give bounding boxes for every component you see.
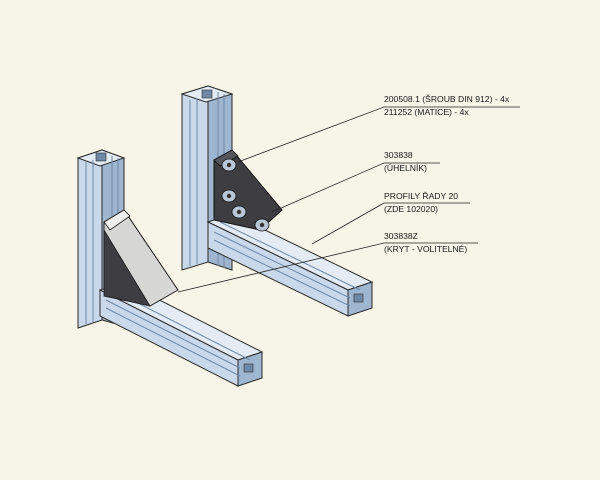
callout-screws-line1: 200508.1 (ŠROUB DIN 912) - 4x (384, 94, 510, 104)
callout-profiles: PROFILY ŘADY 20 (ZDE 102020) (384, 191, 458, 214)
callout-bracket-line1: 303838 (384, 150, 413, 160)
screw-icon (231, 205, 247, 219)
callout-profiles-line2: (ZDE 102020) (384, 204, 438, 214)
right-horizontal-profile (206, 213, 374, 317)
leader-screws (237, 106, 520, 163)
screw-icon (254, 218, 270, 232)
callout-cover-line1: 303838Z (384, 231, 418, 241)
callout-cover-line2: (KRYT - VOLITELNÉ) (384, 244, 467, 254)
callout-screws-line2: 211252 (MATICE) - 4x (384, 107, 469, 117)
screw-icon (221, 189, 237, 203)
screw-set (221, 158, 270, 232)
leader-lines (177, 106, 520, 293)
leader-profiles (311, 202, 470, 245)
callout-bracket-line2: (ÚHELNÍK) (384, 163, 427, 173)
callout-bracket: 303838 (ÚHELNÍK) (384, 150, 427, 173)
leader-bracket (271, 162, 440, 213)
leader-cover (177, 242, 478, 293)
bracket-cover (103, 209, 179, 307)
callout-profiles-line1: PROFILY ŘADY 20 (384, 191, 458, 201)
callout-screws: 200508.1 (ŠROUB DIN 912) - 4x 211252 (MA… (384, 94, 510, 117)
screw-icon (221, 158, 237, 172)
callout-cover: 303838Z (KRYT - VOLITELNÉ) (384, 231, 467, 254)
